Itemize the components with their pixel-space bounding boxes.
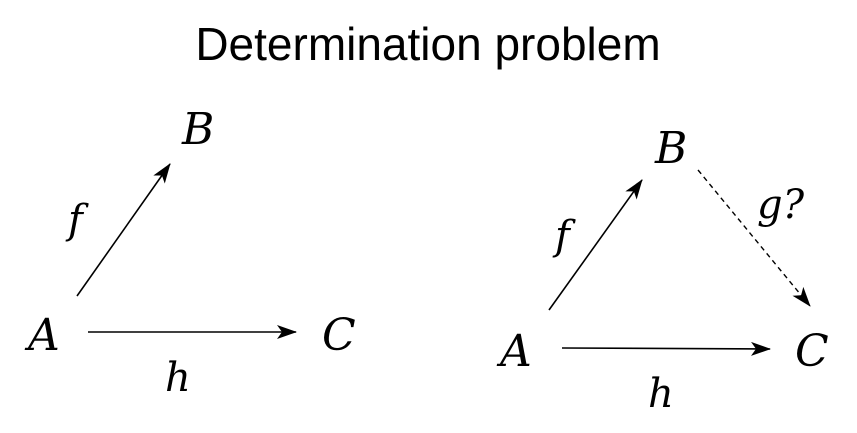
right-arrow-g-dashed: [697, 169, 811, 307]
left-node-c: C: [322, 310, 356, 361]
right-arrow-h: [561, 341, 771, 356]
left-label-h: h: [165, 355, 191, 401]
left-label-f: f: [65, 197, 89, 243]
left-arrow-f: [76, 163, 171, 297]
right-arrow-f: [548, 179, 643, 311]
right-label-h: h: [648, 371, 674, 417]
right-node-c: C: [795, 326, 829, 377]
left-diagram: B A C f h: [24, 104, 356, 401]
right-diagram: B A C f g? h: [496, 123, 829, 417]
right-node-b: B: [654, 123, 687, 174]
right-label-g: g?: [757, 182, 805, 228]
left-node-b: B: [181, 104, 214, 155]
diagram-title: Determination problem: [195, 18, 660, 70]
left-node-a: A: [24, 310, 60, 361]
right-node-a: A: [496, 326, 532, 377]
right-label-f: f: [552, 213, 576, 259]
